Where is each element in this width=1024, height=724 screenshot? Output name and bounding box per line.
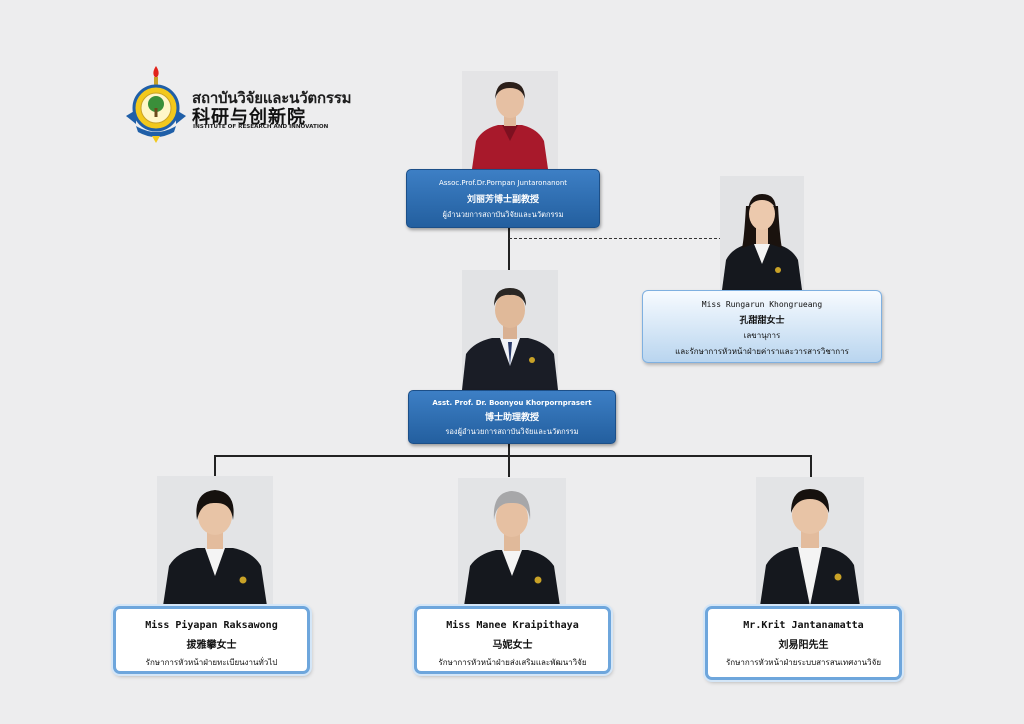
secretary-title-th-1: เลขานุการ [743,331,781,340]
deputy-name-cn: 博士助理教授 [484,413,539,423]
secretary-photo [720,176,804,290]
connector-horizontal-staff [214,455,811,457]
staff-3-photo [756,477,864,606]
staff-3-name-cn: 刘易阳先生 [778,640,829,651]
deputy-photo [462,270,558,390]
deputy-name-en: Asst. Prof. Dr. Boonyou Khorpornprasert [432,399,592,407]
connector-staff-1 [214,455,216,477]
staff-2-name-cn: 马妮女士 [492,640,533,651]
director-name-en: Assoc.Prof.Dr.Pornpan Juntaronanont [438,179,568,187]
logo-thai-text: สถาบันวิจัยและนวัตกรรม [192,89,352,107]
secretary-name-en: Miss Rungarun Khongrueang [701,300,823,309]
staff-3-name-box: Mr.Krit Jantanamatta 刘易阳先生 รักษาการหัวหน… [705,606,902,680]
staff-2-name-en: Miss Manee Kraipithaya [446,620,579,631]
staff-1-photo [157,476,273,606]
staff-3-title-th: รักษาการหัวหน้าฝ่ายระบบสารสนเทศงานวิจัย [726,658,881,667]
logo-chinese-text: 科研与创新院 [192,107,306,128]
director-title-th: ผู้อำนวยการสถาบันวิจัยและนวัตกรรม [442,210,564,219]
secretary-title-th-2: และรักษาการหัวหน้าฝ่ายค่าราและวารสารวิชา… [675,347,849,356]
institute-logo: สถาบันวิจัยและนวัตกรรม 科研与创新院 INSTITUTE … [122,64,351,144]
secretary-name-cn: 孔甜甜女士 [739,316,785,326]
staff-2-name-box: Miss Manee Kraipithaya 马妮女士 รักษาการหัวห… [414,606,611,674]
director-name-cn: 刘丽芳博士副教授 [466,195,539,205]
deputy-title-th: รองผู้อำนวยการสถาบันวิจัยและนวัตกรรม [445,427,579,436]
connector-director-deputy [508,228,510,270]
staff-1-name-cn: 拔雅攀女士 [186,640,237,651]
dashed-connector-secretary [509,238,722,239]
staff-1-name-box: Miss Piyapan Raksawong 拔雅攀女士 รักษาการหัว… [113,606,310,674]
staff-1-name-en: Miss Piyapan Raksawong [145,620,278,631]
connector-deputy-down [508,444,510,456]
director-name-box: Assoc.Prof.Dr.Pornpan Juntaronanont 刘丽芳博… [406,169,600,228]
staff-3-name-en: Mr.Krit Jantanamatta [743,620,864,631]
deputy-name-box: Asst. Prof. Dr. Boonyou Khorpornprasert … [408,390,616,444]
institute-seal-icon [126,66,186,143]
staff-2-photo [458,478,566,606]
connector-staff-2 [508,455,510,477]
logo-english-text: INSTITUTE OF RESEARCH AND INNOVATION [193,124,329,130]
staff-2-title-th: รักษาการหัวหน้าฝ่ายส่งเสริมและพัฒนาวิจัย [438,658,587,667]
director-photo [462,71,558,169]
secretary-name-box: Miss Rungarun Khongrueang 孔甜甜女士 เลขานุกา… [642,290,882,363]
connector-staff-3 [810,455,812,477]
staff-1-title-th: รักษาการหัวหน้าฝ่ายทะเบียนงานทั่วไป [145,658,278,667]
